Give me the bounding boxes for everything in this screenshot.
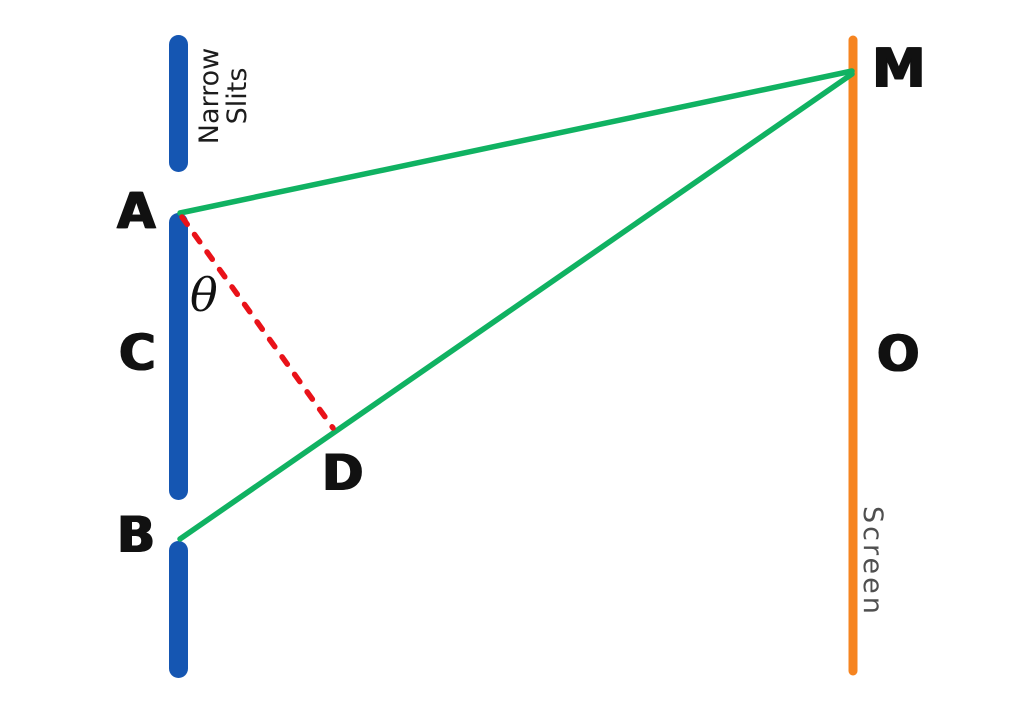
point-o-label: O bbox=[877, 325, 920, 383]
point-m-label: M bbox=[872, 37, 926, 100]
theta-angle-label: θ bbox=[190, 268, 218, 322]
slit-a-label: A bbox=[117, 182, 156, 240]
barrier-center-label: C bbox=[119, 324, 156, 382]
barrier-segment-top bbox=[169, 35, 188, 172]
ray-b-to-m bbox=[177, 71, 855, 542]
slit-b-label: B bbox=[117, 506, 156, 564]
narrow-slits-caption: Narrow Slits bbox=[194, 47, 254, 145]
path-difference-a-to-d bbox=[179, 214, 336, 431]
barrier-segment-bottom bbox=[169, 541, 188, 678]
barrier-segment-middle bbox=[169, 213, 188, 500]
screen-caption: Screen bbox=[857, 506, 888, 617]
ray-a-to-m bbox=[177, 68, 855, 216]
point-d-label: D bbox=[322, 444, 364, 502]
